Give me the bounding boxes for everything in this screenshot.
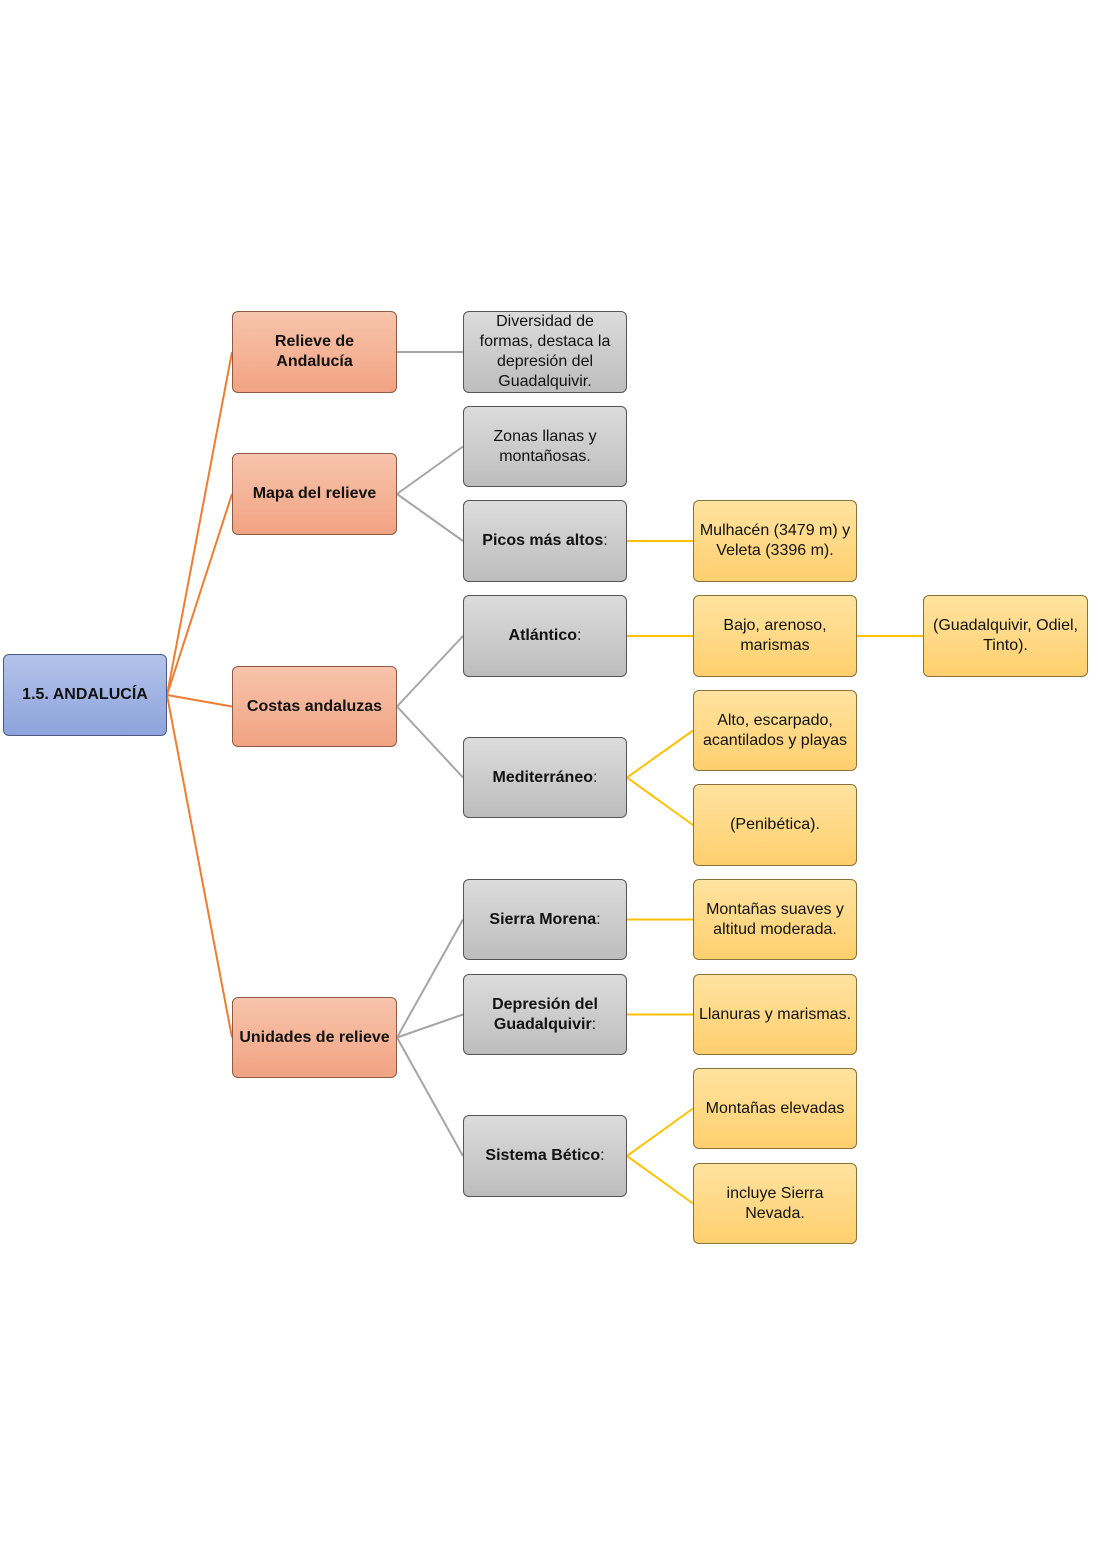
node-betico-extra[interactable]: incluye Sierra Nevada.: [693, 1163, 857, 1244]
relieve-desc-label: Diversidad de formas, destaca la depresi…: [479, 313, 611, 390]
mediterraneo-colon: :: [593, 768, 598, 786]
node-sistema-betico[interactable]: Sistema Bético:: [463, 1115, 627, 1197]
atlantico-desc-label: Bajo, arenoso, marismas: [723, 617, 827, 654]
node-costas-andaluzas[interactable]: Costas andaluzas: [232, 666, 397, 747]
connector-costas-andaluzas-to-mediterraneo: [396, 705, 464, 779]
root-node[interactable]: 1.5. ANDALUCÍA: [3, 654, 167, 736]
connector-costas-andaluzas-to-atlantico: [396, 635, 464, 708]
depresion-desc-label: Llanuras y marismas.: [698, 1005, 852, 1023]
connector-mediterraneo-to-mediterraneo-desc: [626, 729, 694, 779]
node-mapa-relieve[interactable]: Mapa del relieve: [232, 453, 397, 535]
node-relieve-andalucia[interactable]: Relieve de Andalucía: [232, 311, 397, 393]
mapa-relieve-label: Mapa del relieve: [252, 485, 377, 502]
root-label: 1.5. ANDALUCÍA: [22, 686, 148, 703]
connector-unidades-relieve-to-depresion: [396, 1013, 464, 1039]
connector-sistema-betico-to-betico-extra: [626, 1155, 694, 1205]
picos-colon: :: [603, 532, 608, 549]
node-atlantico-desc[interactable]: Bajo, arenoso, marismas: [693, 595, 857, 677]
connector-root-node-to-costas-andaluzas: [166, 694, 233, 708]
node-sierra-morena-desc[interactable]: Montañas suaves y altitud moderada.: [693, 879, 857, 960]
connector-root-node-to-unidades-relieve: [166, 694, 233, 1038]
node-depresion[interactable]: Depresión del Guadalquivir:: [463, 974, 627, 1055]
connector-unidades-relieve-to-sistema-betico: [396, 1037, 464, 1157]
node-mediterraneo-desc[interactable]: Alto, escarpado, acantilados y playas: [693, 690, 857, 771]
unidades-label: Unidades de relieve: [239, 1028, 390, 1046]
depresion-label: Depresión del Guadalquivir: [492, 995, 598, 1033]
sierra-morena-label: Sierra Morena: [489, 910, 597, 928]
connector-mediterraneo-to-mediterraneo-extra: [626, 776, 694, 826]
connector-root-node-to-relieve-andalucia: [166, 351, 233, 696]
connector-mapa-relieve-to-picos: [396, 493, 464, 542]
atlantico-colon: :: [577, 627, 582, 644]
connector-unidades-relieve-to-sierra-morena: [396, 919, 464, 1038]
mediterraneo-extra-label: (Penibética).: [730, 816, 820, 833]
sierra-morena-colon: :: [596, 910, 601, 928]
node-betico-desc[interactable]: Montañas elevadas: [693, 1068, 857, 1149]
node-mediterraneo-extra[interactable]: (Penibética).: [693, 784, 857, 866]
connector-sistema-betico-to-betico-desc: [626, 1107, 694, 1157]
mediterraneo-desc-label: Alto, escarpado, acantilados y playas: [702, 711, 848, 749]
zonas-label: Zonas llanas y montañosas.: [493, 427, 597, 465]
atlantico-label: Atlántico: [508, 627, 577, 644]
connector-mapa-relieve-to-zonas: [396, 445, 464, 495]
node-depresion-desc[interactable]: Llanuras y marismas.: [693, 974, 857, 1055]
node-relieve-desc[interactable]: Diversidad de formas, destaca la depresi…: [463, 311, 627, 393]
picos-desc-label: Mulhacén (3479 m) y Veleta (3396 m).: [699, 522, 851, 559]
sistema-betico-label: Sistema Bético: [485, 1147, 601, 1164]
node-mediterraneo[interactable]: Mediterráneo:: [463, 737, 627, 818]
betico-extra-label: incluye Sierra Nevada.: [726, 1184, 824, 1222]
picos-label: Picos más altos: [482, 532, 604, 549]
sistema-betico-colon: :: [600, 1147, 605, 1164]
atlantico-rios-label: (Guadalquivir, Odiel, Tinto).: [933, 617, 1078, 654]
node-picos[interactable]: Picos más altos:: [463, 500, 627, 582]
depresion-colon: :: [591, 1015, 597, 1033]
node-unidades-relieve[interactable]: Unidades de relieve: [232, 997, 397, 1078]
connector-root-node-to-mapa-relieve: [166, 493, 233, 696]
node-picos-desc[interactable]: Mulhacén (3479 m) y Veleta (3396 m).: [693, 500, 857, 582]
node-zonas[interactable]: Zonas llanas y montañosas.: [463, 406, 627, 487]
relieve-andalucia-label: Relieve de Andalucía: [274, 333, 355, 370]
mediterraneo-label: Mediterráneo: [492, 768, 593, 786]
node-atlantico[interactable]: Atlántico:: [463, 595, 627, 677]
node-atlantico-rios[interactable]: (Guadalquivir, Odiel, Tinto).: [923, 595, 1088, 677]
costas-label: Costas andaluzas: [246, 697, 383, 715]
betico-desc-label: Montañas elevadas: [705, 1099, 845, 1117]
node-sierra-morena[interactable]: Sierra Morena:: [463, 879, 627, 960]
sierra-morena-desc-label: Montañas suaves y altitud moderada.: [706, 900, 844, 938]
